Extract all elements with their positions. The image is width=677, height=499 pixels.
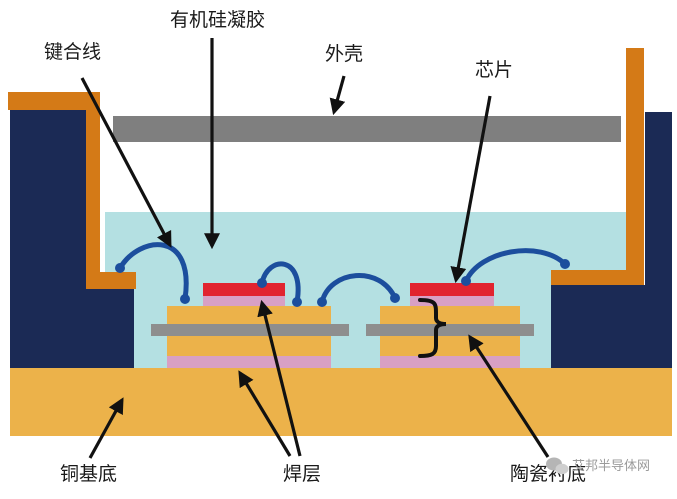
chip-right: [410, 283, 494, 296]
arrow-bond-wire: [80, 77, 172, 248]
ceramic-substrate-lower-copper: [167, 336, 331, 356]
arrow-housing: [329, 75, 346, 116]
bond-wire-feet: [115, 259, 570, 307]
arrow-ceramic-substrate: [468, 334, 550, 458]
label-housing: 外壳: [325, 43, 363, 65]
ceramic-substrate-ceramic: [151, 324, 349, 336]
label-solder-layer: 焊层: [283, 463, 321, 485]
bond-wire: [463, 248, 568, 284]
label-chip: 芯片: [475, 59, 513, 81]
bond-wire: [319, 273, 398, 305]
watermark: 艾邦半导体网: [546, 457, 650, 475]
bond-wire: [259, 261, 301, 305]
housing-left-wall: [10, 110, 134, 372]
solder-layer-chip: [410, 296, 494, 306]
housing-right-wall: [551, 112, 672, 372]
watermark-text: 艾邦半导体网: [572, 459, 650, 474]
arrow-chip: [450, 95, 492, 284]
ceramic-substrate-brace: [418, 298, 447, 358]
arrow-copper-base: [88, 397, 124, 459]
ceramic-substrate-upper-copper: [167, 306, 331, 324]
ceramic-substrate-lower-copper: [380, 336, 520, 356]
arrow-solder-bottom: [238, 370, 292, 457]
housing-right-liner: [551, 48, 644, 285]
ceramic-substrate-ceramic: [366, 324, 534, 336]
label-bond-wire: 键合线: [44, 41, 101, 63]
label-silicone-gel: 有机硅凝胶: [170, 9, 265, 31]
pointer-arrows: [80, 38, 550, 459]
label-copper-base: 铜基底: [60, 463, 117, 485]
arrow-solder-chip: [257, 299, 302, 457]
wechat-icon: [546, 457, 569, 475]
solder-layer-bottom: [380, 356, 520, 368]
chip-left: [203, 283, 285, 296]
solder-layer-bottom: [167, 356, 331, 368]
solder-layer-chip: [203, 296, 285, 306]
housing-lid: [113, 116, 621, 142]
ceramic-substrate-upper-copper: [380, 306, 520, 324]
